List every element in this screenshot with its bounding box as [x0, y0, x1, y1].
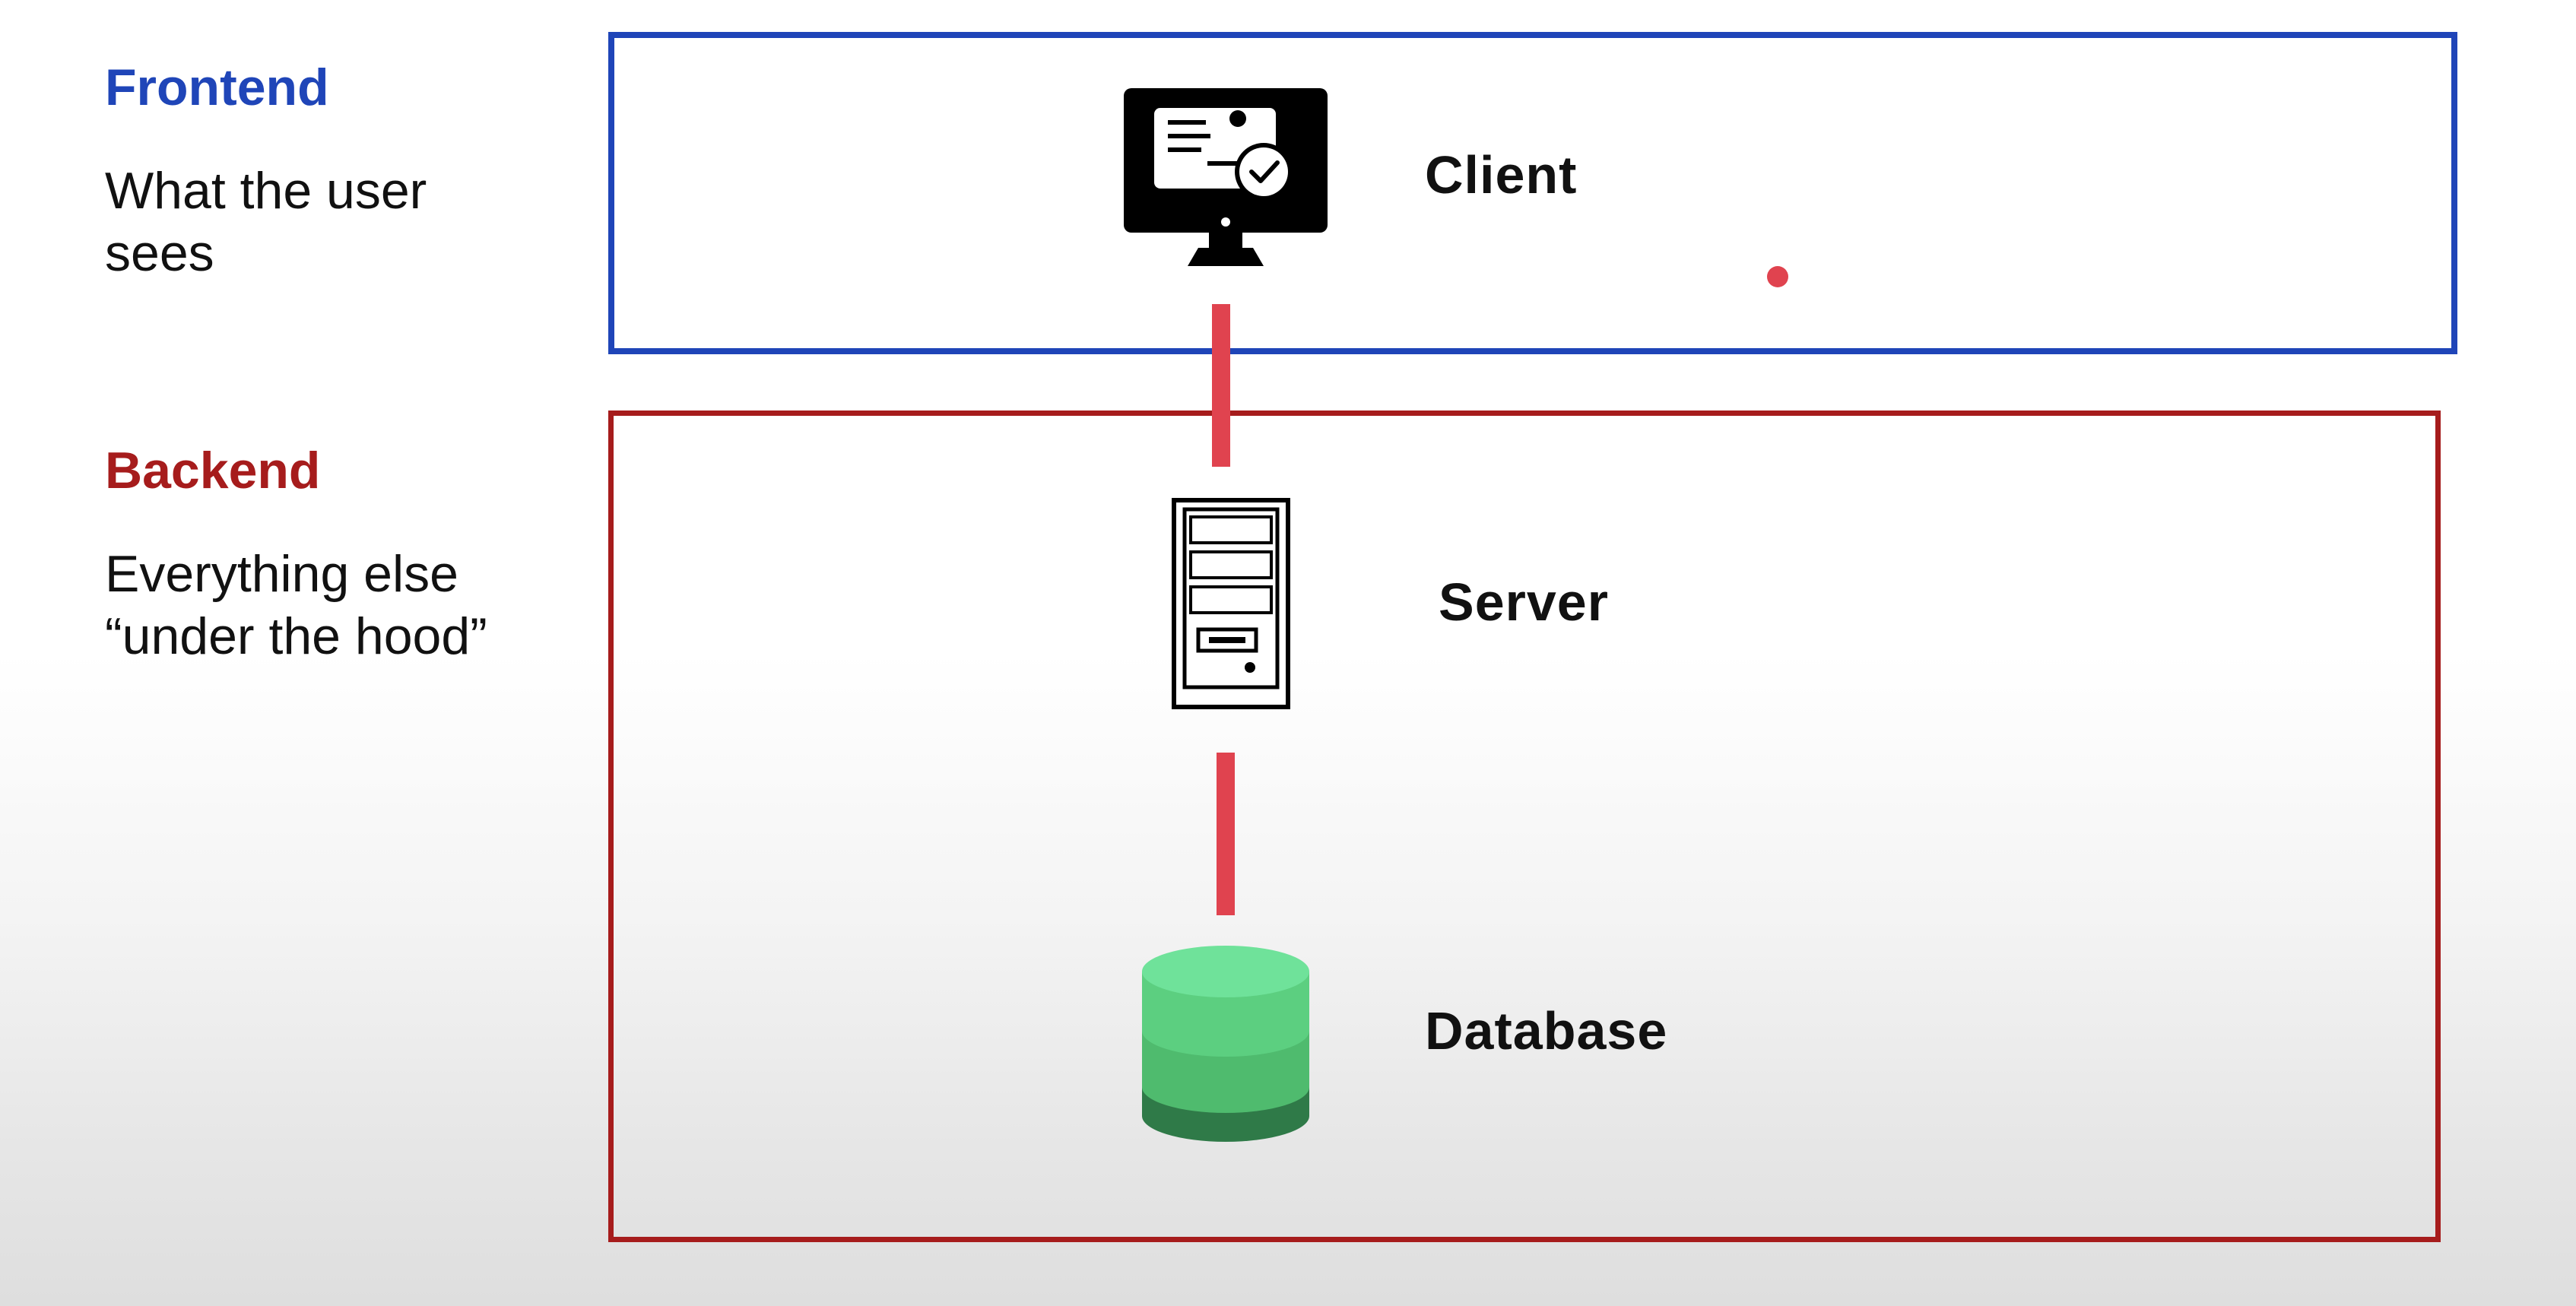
server-tower-icon	[1171, 497, 1291, 710]
backend-box	[608, 411, 2441, 1242]
client-label: Client	[1425, 145, 1578, 204]
red-dot-marker	[1767, 266, 1788, 287]
frontend-description: What the user sees	[105, 162, 427, 282]
backend-description: Everything else “under the hood”	[105, 545, 487, 665]
frontend-box	[608, 32, 2457, 354]
monitor-icon	[1124, 88, 1328, 266]
client-server-connector	[1212, 304, 1230, 467]
frontend-title: Frontend	[105, 59, 329, 116]
database-label: Database	[1425, 1001, 1668, 1060]
server-database-connector	[1217, 753, 1235, 915]
server-label: Server	[1439, 572, 1609, 632]
backend-title: Backend	[105, 442, 321, 499]
database-icon	[1140, 943, 1311, 1143]
